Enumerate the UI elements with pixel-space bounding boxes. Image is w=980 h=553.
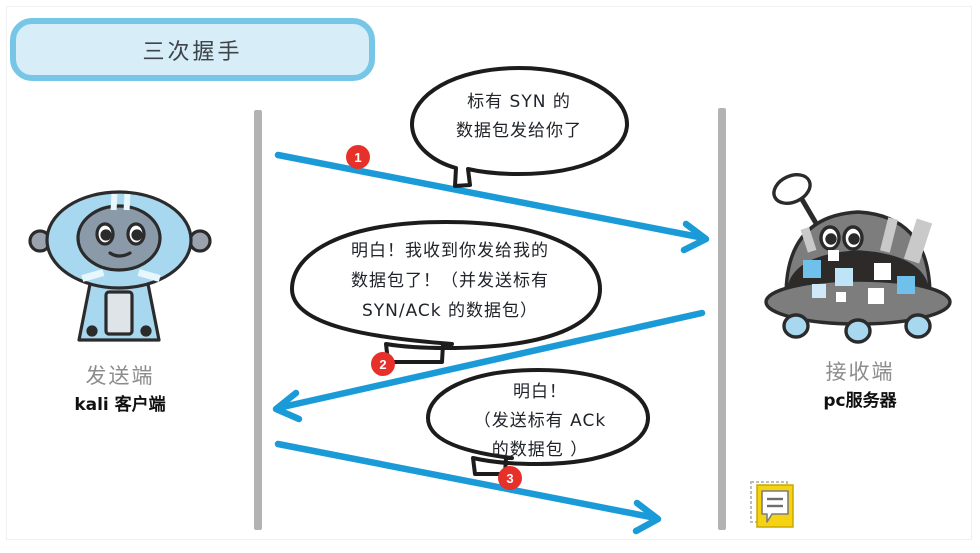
speech-bubble-1-text: 标有 SYN 的 数据包发给你了: [456, 92, 582, 141]
endpoint-role-left: 发送端: [85, 364, 155, 388]
client-robot-icon: [28, 190, 212, 342]
speech-bubble-2-text: 明白！我收到你发给我的 数据包了！（并发送标有 SYN/ACk 的数据包）: [351, 241, 549, 321]
lifeline-client: [254, 110, 262, 530]
speech-bubble-3-text: 明白！ （发送标有 ACk 的数据包 ）: [473, 382, 607, 460]
endpoint-caption-left: 发送端 kali 客户端: [0, 362, 240, 418]
step-badge-1: 1: [346, 145, 370, 169]
diagram-title-box: 三次握手: [10, 18, 375, 81]
comment-note-icon[interactable]: [750, 478, 796, 530]
step-badge-3: 3: [498, 466, 522, 490]
lifeline-server: [718, 108, 726, 530]
endpoint-name-right: pc服务器: [823, 391, 897, 411]
page-title: 三次握手: [142, 39, 243, 65]
endpoint-name-left: kali 客户端: [74, 395, 166, 415]
message-arrow-1: [274, 151, 708, 242]
message-arrow-1-head: [680, 220, 710, 254]
server-robot-icon: [764, 173, 952, 344]
endpoint-caption-right: 接收端 pc服务器: [740, 358, 980, 414]
endpoint-role-right: 接收端: [825, 360, 895, 384]
message-arrow-3-head: [632, 499, 662, 535]
message-arrow-2-head: [272, 389, 303, 423]
step-badge-2: 2: [371, 352, 395, 376]
